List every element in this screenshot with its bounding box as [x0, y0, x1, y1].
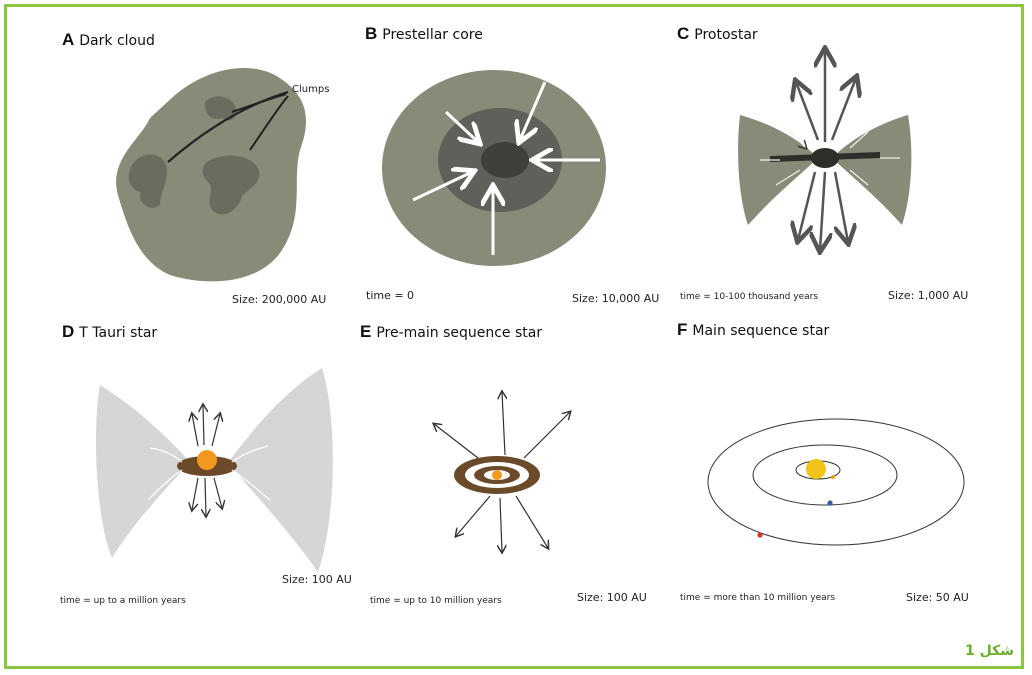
- panel-d-t-tauri-star: [96, 368, 333, 572]
- panel-e-time: time = up to 10 million years: [370, 596, 502, 606]
- panel-b-time: time = 0: [366, 289, 414, 302]
- panel-a-size: Size: 200,000 AU: [232, 293, 326, 306]
- panel-c-size: Size: 1,000 AU: [888, 289, 968, 302]
- panel-d-size: Size: 100 AU: [282, 573, 352, 586]
- panel-c-protostar: [738, 50, 911, 250]
- figure-caption: شكل 1: [965, 643, 1014, 659]
- panel-b-size: Size: 10,000 AU: [572, 292, 659, 305]
- panel-f-main-sequence: [708, 419, 964, 545]
- panel-d-time: time = up to a million years: [60, 596, 186, 606]
- panel-e-pre-main-sequence: [434, 392, 570, 552]
- panel-b-prestellar-core: [382, 70, 606, 266]
- clumps-label: Clumps: [292, 84, 329, 95]
- panel-a-dark-cloud: Clumps: [116, 68, 329, 281]
- panel-e-size: Size: 100 AU: [577, 591, 647, 604]
- panel-c-time: time = 10-100 thousand years: [680, 292, 818, 302]
- panel-f-size: Size: 50 AU: [906, 591, 969, 604]
- panel-f-time: time = more than 10 million years: [680, 593, 835, 603]
